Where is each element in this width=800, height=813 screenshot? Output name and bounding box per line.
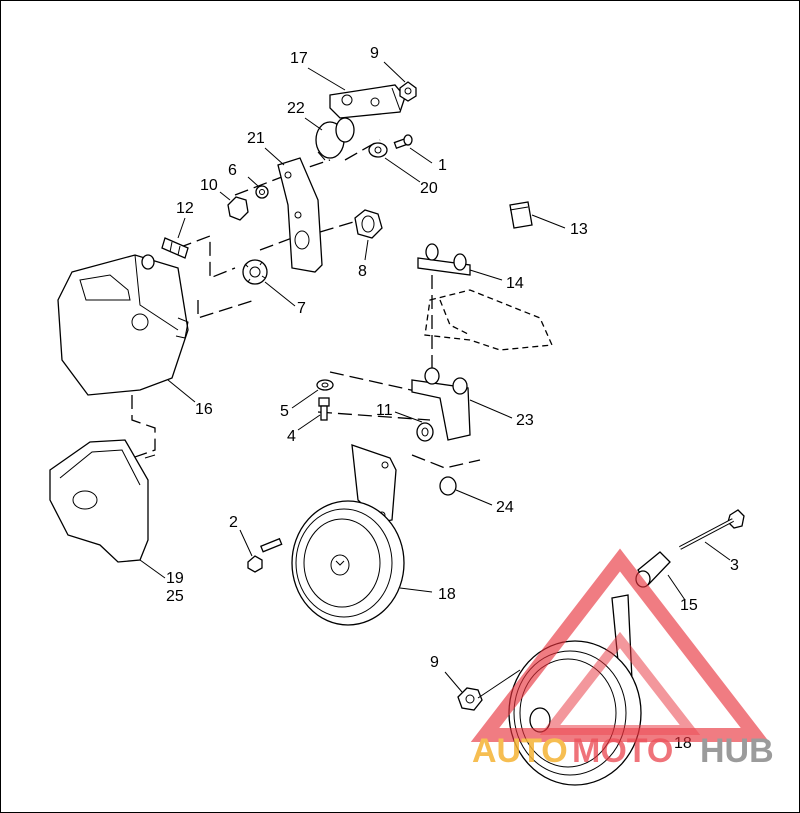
watermark-inner-triangle-icon [539,631,701,735]
leader-lines [139,61,731,699]
part-19-small-horn [49,439,156,563]
part-13-connector [509,201,533,229]
callout-9-top: 9 [370,45,379,62]
callout-12: 12 [176,200,194,217]
watermark-text-hub: HUB [700,732,774,770]
part-10-cap-nut [227,196,249,221]
callout-25: 25 [166,588,184,605]
part-4-bolt [318,397,330,421]
part-18-horn-middle [291,444,405,626]
part-24-cap [439,476,457,496]
part-12-clip [161,237,189,259]
callout-labels: 17 9 22 21 1 6 10 20 12 13 8 14 7 16 5 1… [166,45,739,752]
callout-7: 7 [297,300,306,317]
callout-20: 20 [420,180,438,197]
callout-24: 24 [496,499,514,516]
frame-bracket-ghost [424,289,553,351]
callout-10: 10 [200,177,218,194]
part-6-washer [255,185,269,199]
callout-14: 14 [506,275,524,292]
part-21-bracket [277,157,323,273]
callout-2: 2 [229,514,238,531]
part-1-screw [393,134,413,150]
watermark-text-auto: AUTO [472,732,568,770]
callout-11: 11 [376,402,393,419]
part-9-nut-top [399,81,417,102]
watermark-text-moto: MOTO [572,732,673,770]
part-22-rubber-mount [315,117,355,161]
callout-13: 13 [570,221,588,238]
callout-21: 21 [247,130,265,147]
callout-9-bottom: 9 [430,654,439,671]
callout-19: 19 [166,570,184,587]
callout-23: 23 [516,412,534,429]
callout-17: 17 [290,50,308,67]
part-2-bolt [247,537,283,573]
part-14-bracket [417,243,471,276]
callout-16: 16 [195,401,213,418]
part-5-washer [316,379,334,391]
callout-22: 22 [287,100,305,117]
part-16-horn-cover [57,254,189,396]
part-3-long-bolt [679,509,745,550]
callout-3: 3 [730,557,739,574]
part-8-nut [354,209,383,239]
part-20-clamp [368,142,388,158]
part-9-nut-bottom [457,687,483,711]
callout-18-middle: 18 [438,586,456,603]
part-23-bracket [411,367,471,441]
part-17-bracket [329,84,406,119]
callout-15: 15 [680,597,698,614]
callout-4: 4 [287,428,296,445]
callout-8: 8 [358,263,367,280]
part-11-spacer [416,422,434,442]
part-7-lock-washer [242,259,268,285]
callout-5: 5 [280,403,289,420]
callout-6: 6 [228,162,237,179]
callout-1: 1 [438,157,447,174]
watermark-logo: AUTO MOTO HUB [470,548,774,770]
